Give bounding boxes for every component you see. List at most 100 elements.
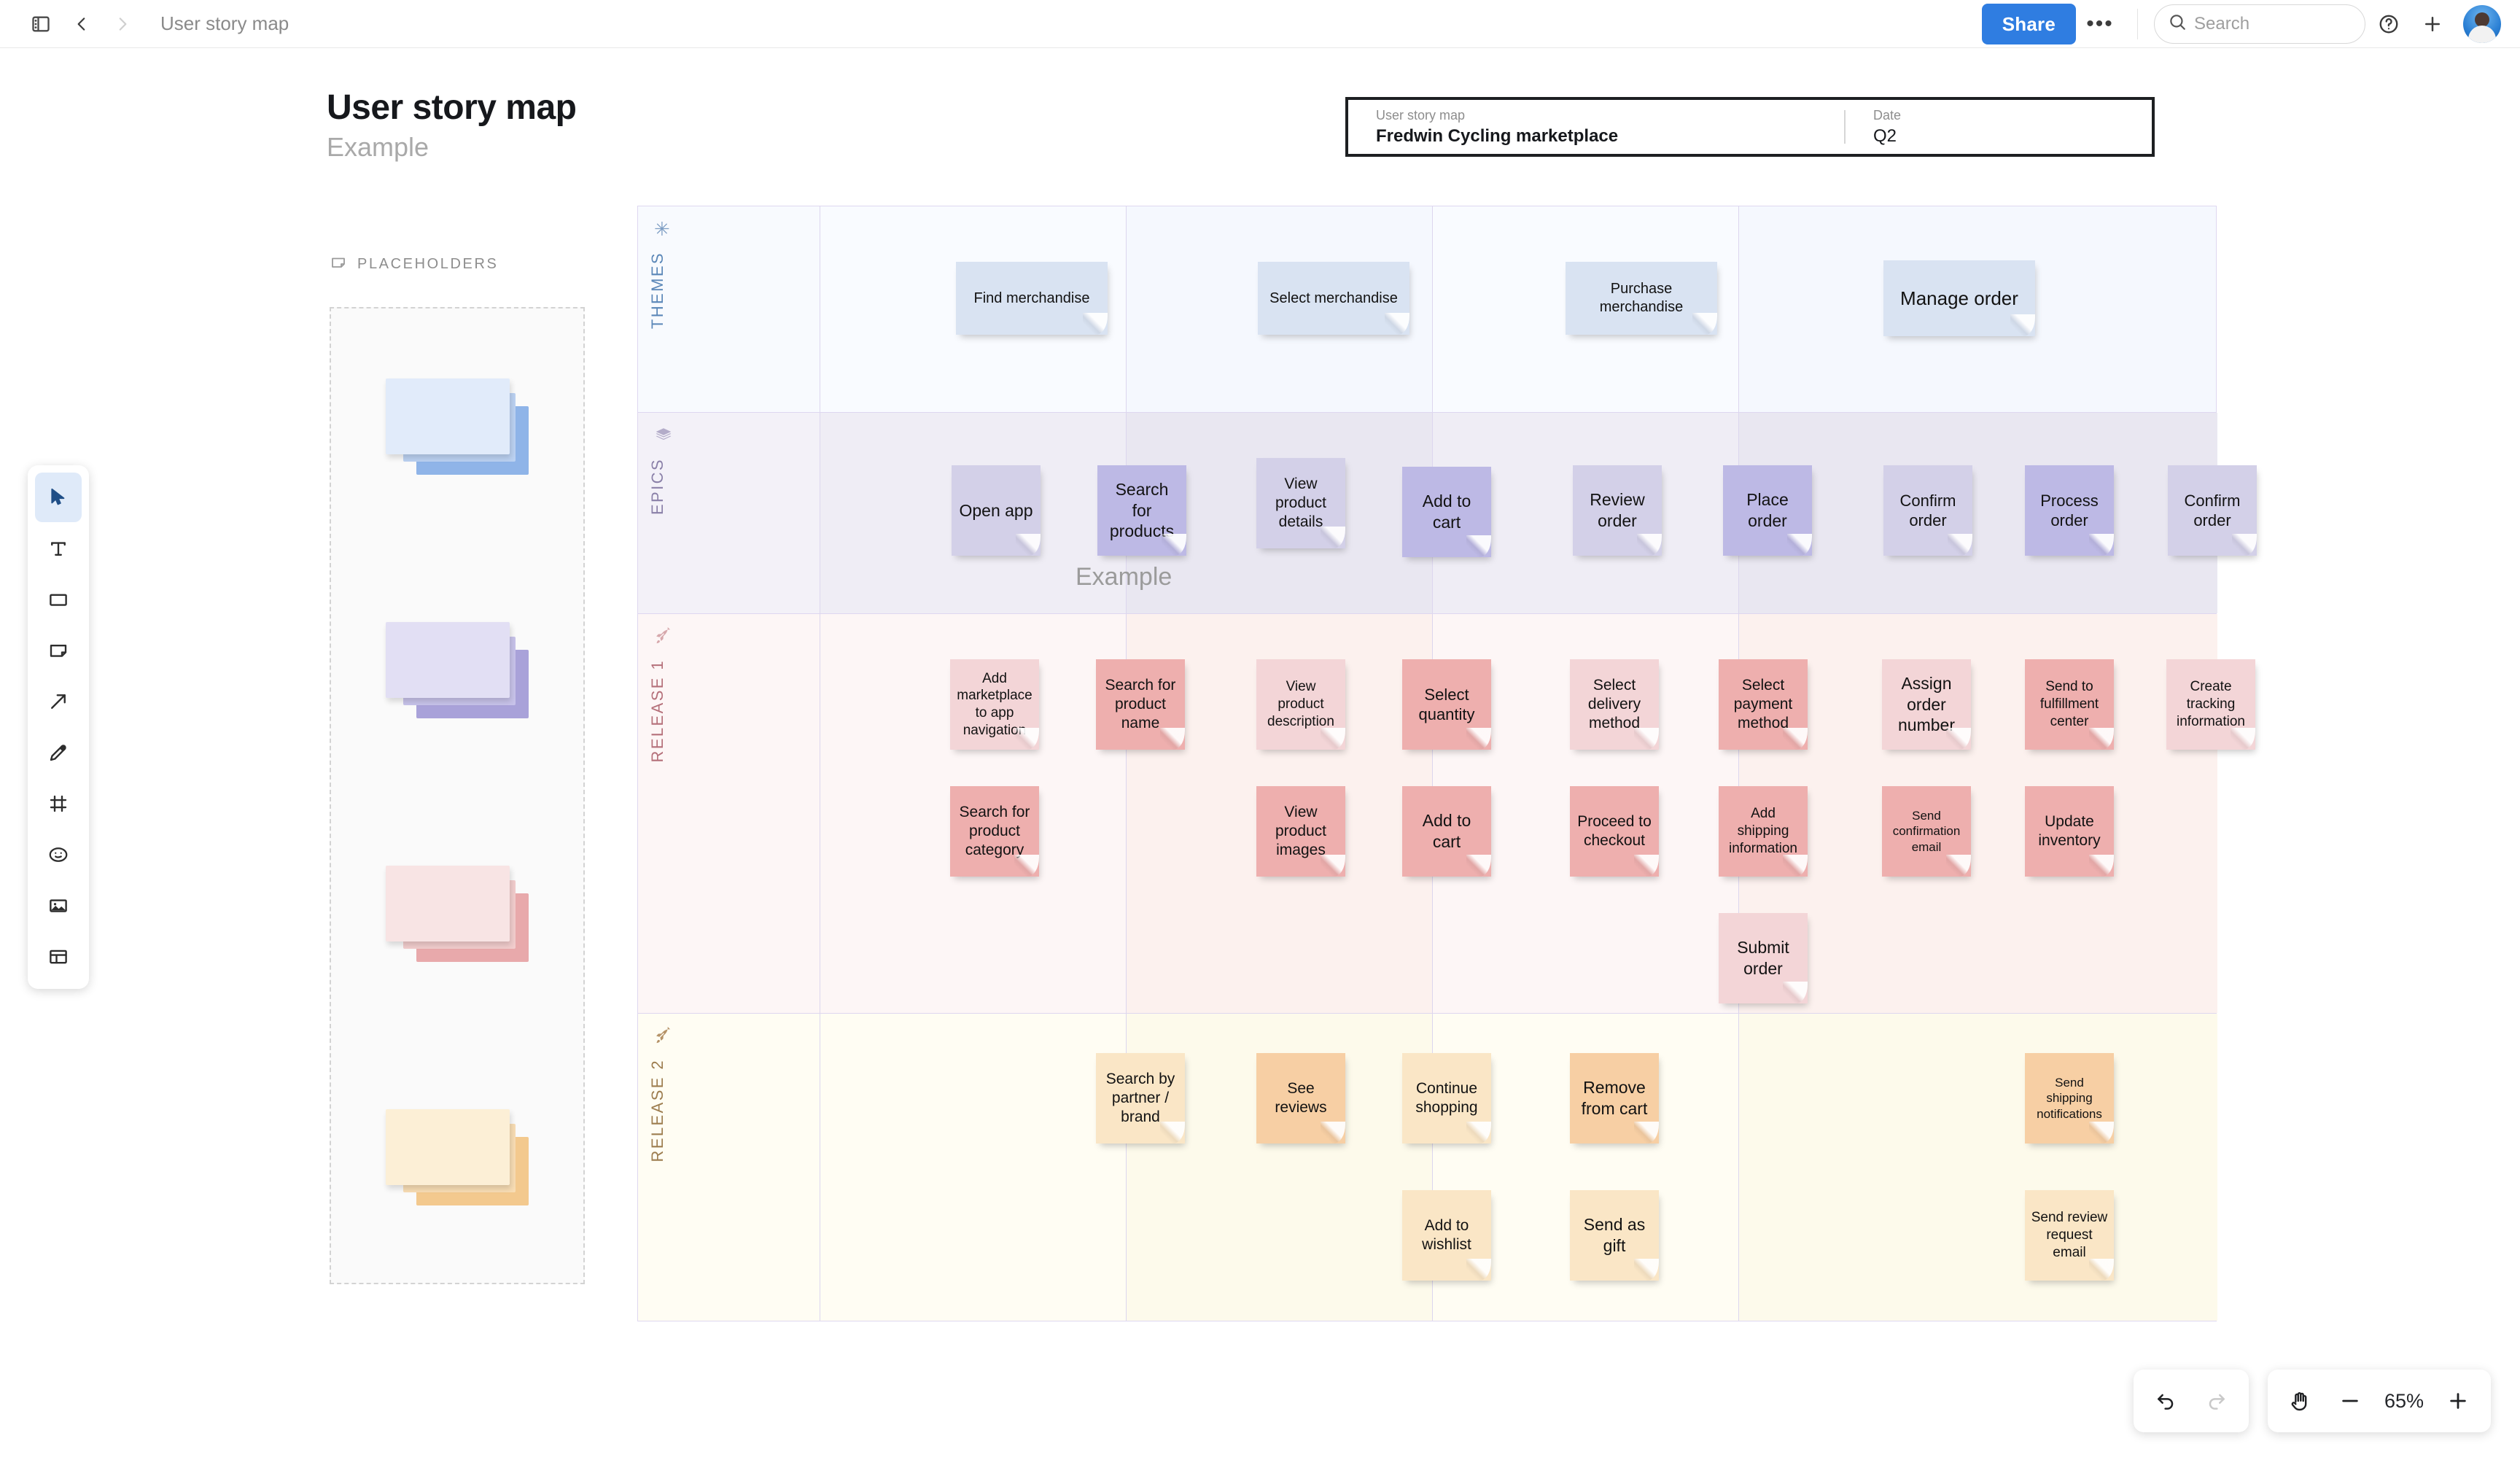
sticky-note-text: Purchase merchandise [1599,281,1684,315]
release2-column-3 [1433,1014,1739,1321]
page-title: User story map [327,88,577,127]
sticky-note[interactable]: Process order [2025,465,2114,556]
sticky-note-text: Confirm order [2184,491,2241,530]
sticky-note[interactable]: View product details [1256,458,1345,548]
placeholder-card [386,866,510,941]
sticky-note-text: Add marketplace to app navigation [957,670,1032,738]
sticky-note[interactable]: Create tracking information [2166,659,2255,750]
smiley-tool[interactable] [35,830,82,880]
sticky-note-text: Update inventory [2038,812,2101,849]
sticky-note[interactable]: Place order [1723,465,1812,556]
sticky-note[interactable]: Add marketplace to app navigation [950,659,1039,750]
sticky-note[interactable]: Send as gift [1570,1190,1659,1281]
purple-stack[interactable] [386,622,529,718]
row-label-release-2[interactable]: RELEASE 2 [638,1014,820,1321]
sticky-note[interactable]: Manage order [1883,260,2035,336]
sticky-note[interactable]: Send shipping notifications [2025,1053,2114,1143]
placeholders-header: PLACEHOLDERS [330,254,592,275]
sticky-note-text: Proceed to checkout [1577,812,1652,849]
sticky-note[interactable]: Select payment method [1719,659,1808,750]
sticky-note[interactable]: View product description [1256,659,1345,750]
sticky-note[interactable]: Update inventory [2025,786,2114,877]
template-tool[interactable] [35,932,82,982]
sticky-note[interactable]: View product images [1256,786,1345,877]
toolbar-divider [2137,8,2138,39]
row-label-epics-text: EPICS [648,458,666,516]
sticky-note[interactable]: Select delivery method [1570,659,1659,750]
sticky-note[interactable]: Search by partner / brand [1096,1053,1185,1143]
row-label-themes[interactable]: ✳ THEMES [638,206,820,412]
pink-stack[interactable] [386,866,529,962]
sticky-note[interactable]: Find merchandise [956,262,1108,335]
back-button[interactable] [61,4,102,44]
sticky-note[interactable]: Open app [952,465,1041,556]
zoom-level[interactable]: 65% [2384,1389,2424,1412]
sticky-note[interactable]: Send confirmation email [1882,786,1971,877]
sticky-note-text: Create tracking information [2177,679,2245,729]
sticky-note-text: Assign order number [1898,673,1955,735]
info-cell-date[interactable]: Date Q2 [1846,100,1929,154]
hand-tool-button[interactable] [2278,1378,2323,1424]
sticky-note[interactable]: Add shipping information [1719,786,1808,877]
sticky-note[interactable]: Search for products [1097,465,1186,556]
frame-tool[interactable] [35,779,82,828]
sticky-note-text: Select quantity [1418,685,1475,724]
add-button[interactable] [2412,4,2453,44]
sticky-note[interactable]: Search for product category [950,786,1039,877]
placeholders-panel: PLACEHOLDERS [330,254,592,1284]
rectangle-tool[interactable] [35,575,82,624]
share-button[interactable]: Share [1981,3,2076,44]
sticky-note[interactable]: Confirm order [2168,465,2257,556]
sticky-note[interactable]: Add to cart [1402,786,1491,877]
sticky-note[interactable]: Review order [1573,465,1662,556]
more-options-button[interactable]: ••• [2086,11,2114,36]
sticky-note[interactable]: Submit order [1719,913,1808,1003]
sticky-note[interactable]: Search for product name [1096,659,1185,750]
arrow-tool[interactable] [35,677,82,726]
sticky-note-tool[interactable] [35,626,82,675]
sticky-note[interactable]: Send to fulfillment center [2025,659,2114,750]
sticky-note[interactable]: Confirm order [1883,465,1972,556]
info-cell-project[interactable]: User story map Fredwin Cycling marketpla… [1348,100,1844,154]
zoom-in-button[interactable] [2435,1378,2481,1424]
text-tool[interactable] [35,524,82,573]
sticky-note-text: Search by partner / brand [1105,1070,1175,1126]
asterisk-icon: ✳ [654,218,670,240]
sticky-note[interactable]: Add to cart [1402,467,1491,557]
sticky-note-icon [330,254,347,275]
sticky-note-text: Search for product category [959,803,1030,859]
row-label-release-1[interactable]: RELEASE 1 [638,614,820,1013]
image-tool[interactable] [35,881,82,931]
sticky-note[interactable]: See reviews [1256,1053,1345,1143]
forward-button[interactable] [102,4,143,44]
sticky-note[interactable]: Add to wishlist [1402,1190,1491,1281]
search-input[interactable]: Search [2154,4,2365,44]
sticky-note[interactable]: Continue shopping [1402,1053,1491,1143]
info-label-project: User story map [1376,107,1466,123]
redo-button[interactable] [2193,1378,2239,1424]
document-title[interactable]: User story map [160,12,289,34]
sidebar-toggle-button[interactable] [20,4,61,44]
zoom-out-button[interactable] [2328,1378,2373,1424]
sticky-note[interactable]: Select merchandise [1258,262,1409,335]
pencil-tool[interactable] [35,728,82,777]
help-button[interactable] [2368,4,2409,44]
sticky-note-text: View product details [1275,475,1327,531]
sticky-note[interactable]: Select quantity [1402,659,1491,750]
sticky-note[interactable]: Assign order number [1882,659,1971,750]
history-pill [2134,1370,2249,1432]
avatar[interactable] [2463,4,2501,43]
sticky-note[interactable]: Purchase merchandise [1566,262,1717,335]
info-value-project: Fredwin Cycling marketplace [1376,125,1619,146]
sticky-note[interactable]: Proceed to checkout [1570,786,1659,877]
blue-stack[interactable] [386,378,529,475]
undo-button[interactable] [2144,1378,2189,1424]
sticky-note[interactable]: Send review request email [2025,1190,2114,1281]
yellow-stack[interactable] [386,1109,529,1205]
sticky-note-text: Process order [2040,491,2099,530]
sticky-note[interactable]: Remove from cart [1570,1053,1659,1143]
select-tool[interactable] [35,473,82,522]
sticky-note-text: Send to fulfillment center [2039,679,2099,729]
row-label-epics[interactable]: EPICS [638,413,820,613]
placeholders-dropzone[interactable] [330,307,585,1284]
